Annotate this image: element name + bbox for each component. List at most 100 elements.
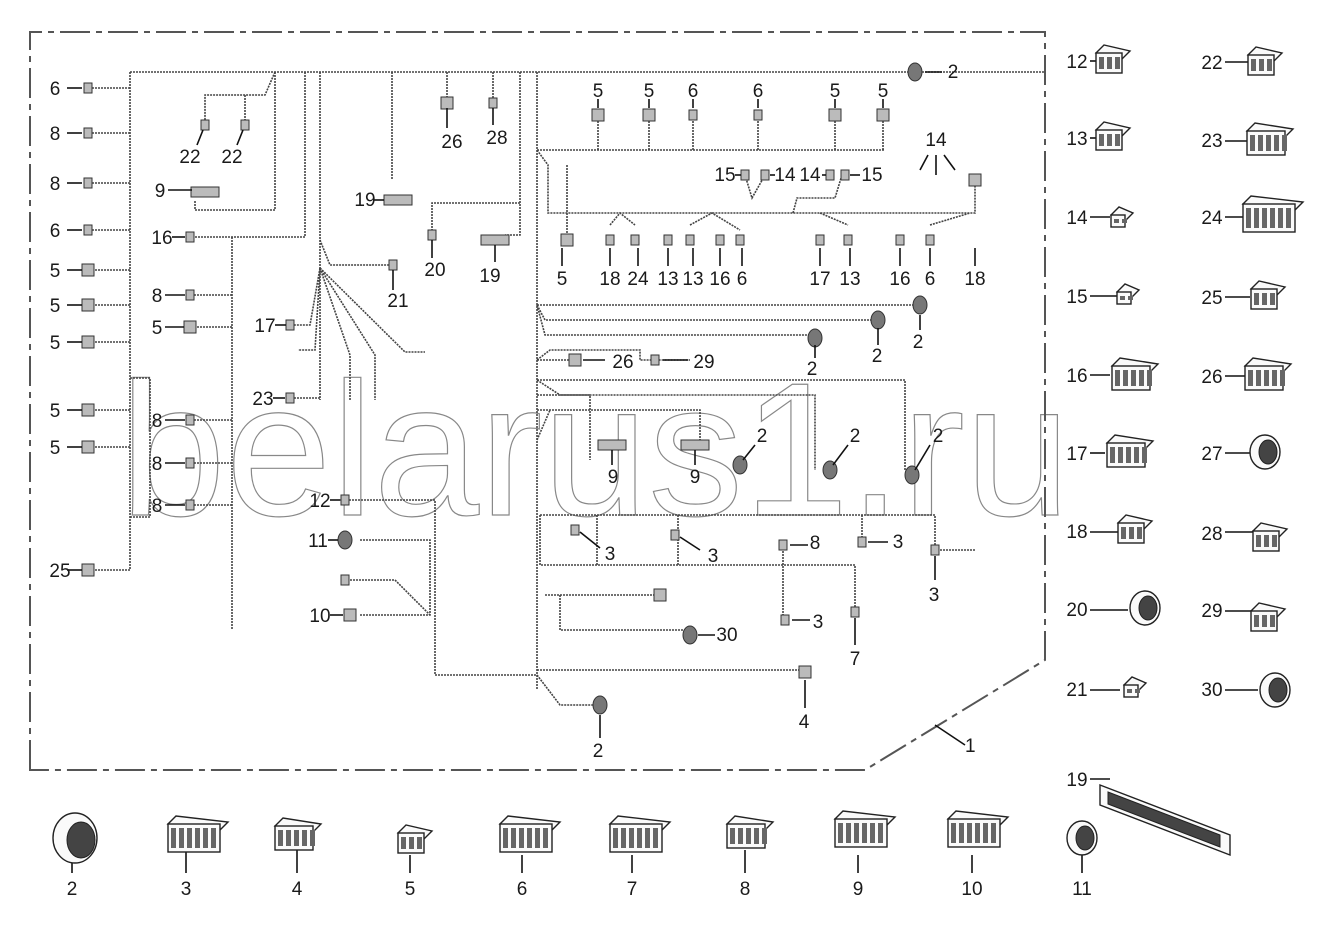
harness-connector-box: [653, 588, 667, 602]
legend-item-flat-4pin: 25: [1201, 280, 1287, 310]
part-pin-icon: [519, 828, 524, 848]
callout-number: 16: [709, 269, 730, 290]
legend-item-housing-clip: 26: [1201, 357, 1293, 391]
harness-connector-small: [427, 229, 437, 241]
part-pin-icon: [1127, 689, 1132, 693]
part-pin-icon: [1131, 370, 1136, 386]
callout-leader: [832, 444, 849, 466]
part-pin-icon: [409, 837, 414, 849]
legend-item-block-connector-16pin: 7: [608, 815, 672, 900]
callout-number: 5: [830, 81, 841, 102]
callout-number: 6: [50, 79, 61, 100]
legend-number: 15: [1066, 287, 1087, 308]
callout-number: 29: [693, 352, 714, 373]
legend-number: 11: [1072, 879, 1092, 900]
callout-number: 6: [50, 221, 61, 242]
harness-connector-box: [440, 96, 454, 110]
wire-segment: [360, 539, 431, 616]
part-pin-icon: [1258, 135, 1263, 151]
part-pin-icon: [1139, 370, 1144, 386]
callout-number: 3: [929, 585, 940, 606]
part-pin-icon: [1122, 219, 1127, 223]
legend-item-relay-module: 4: [273, 817, 323, 900]
harness-connector-small: [185, 499, 195, 511]
part-pin-icon: [1251, 59, 1256, 71]
callout-number: 8: [152, 454, 163, 475]
callout-number: 9: [155, 181, 166, 202]
harness-connector-small: [715, 234, 725, 246]
harness-connector-small: [650, 354, 660, 366]
callout-number: 10: [309, 606, 330, 627]
part-face-icon: [1075, 825, 1095, 851]
wire-segment: [204, 71, 276, 125]
part-pin-icon: [543, 828, 548, 848]
legend-item-circular-socket: 30: [1201, 672, 1291, 708]
part-pin-icon: [991, 823, 996, 843]
callout-number: 2: [913, 332, 924, 353]
part-pin-icon: [1099, 134, 1104, 146]
callout-number: 5: [50, 261, 61, 282]
callout-number: 8: [152, 496, 163, 517]
callout-number: 6: [925, 269, 936, 290]
legend-number: 12: [1066, 52, 1087, 73]
wire-segment: [537, 379, 906, 470]
callout-number: 19: [479, 266, 500, 287]
part-pin-icon: [738, 828, 743, 844]
part-pin-icon: [746, 828, 751, 844]
wire-segment: [298, 267, 321, 351]
legend-item-connector-6pin: 12: [1066, 44, 1132, 74]
harness-connector-box: [81, 440, 95, 454]
harness-connector-small: [857, 536, 867, 548]
part-pin-icon: [1123, 370, 1128, 386]
wire-segment: [190, 72, 306, 238]
legend-number: 16: [1066, 366, 1087, 387]
legend-number: 30: [1201, 680, 1222, 701]
harness-connector-small: [663, 234, 673, 246]
part-pin-icon: [629, 828, 634, 848]
legend-number: 3: [181, 879, 192, 900]
harness-connector-small: [570, 524, 580, 536]
legend-number: 26: [1201, 367, 1222, 388]
harness-connector-box: [183, 320, 197, 334]
legend-item-block-connector-12pin: 6: [498, 815, 562, 900]
callout-number: 3: [708, 546, 719, 567]
legend-number: 22: [1201, 53, 1222, 74]
part-pin-icon: [983, 823, 988, 843]
wire-harness: [81, 62, 1045, 715]
harness-connector-round: [807, 328, 823, 348]
harness-connector-round: [732, 455, 748, 475]
wire-segment: [319, 267, 376, 400]
part-pin-icon: [527, 828, 532, 848]
part-pin-icon: [310, 830, 315, 846]
wire-segment: [536, 304, 815, 336]
part-pin-icon: [1137, 527, 1142, 539]
part-pin-icon: [195, 828, 200, 848]
callout-number: 2: [593, 741, 604, 762]
legend-number: 5: [405, 879, 416, 900]
callout-number: 14: [799, 165, 821, 186]
callout-number: 2: [872, 346, 883, 367]
harness-connector-round: [912, 295, 928, 315]
callout-number: 9: [690, 467, 701, 488]
callout-number: 2: [933, 426, 944, 447]
harness-connector-round: [870, 310, 886, 330]
callout-number: 5: [50, 438, 61, 459]
harness-connector-box: [343, 608, 357, 622]
part-pin-icon: [1278, 208, 1283, 228]
harness-connector-small: [895, 234, 905, 246]
part-pin-icon: [621, 828, 626, 848]
callout-number: 17: [254, 316, 275, 337]
wire-segment: [431, 202, 520, 230]
part-pin-icon: [1282, 135, 1287, 151]
harness-connector-small: [340, 494, 350, 506]
part-pin-icon: [1254, 293, 1259, 305]
legend-item-ecu-connector-b: 10: [946, 810, 1010, 900]
callout-number: 8: [152, 411, 163, 432]
callout-number: 24: [627, 269, 649, 290]
part-pin-icon: [302, 830, 307, 846]
callout-leader: [742, 444, 756, 461]
legend-number: 19: [1066, 770, 1087, 791]
part-pin-icon: [1264, 535, 1269, 547]
legend-number: 27: [1201, 444, 1222, 465]
legend-item-sealed-4pin: 29: [1201, 601, 1287, 632]
